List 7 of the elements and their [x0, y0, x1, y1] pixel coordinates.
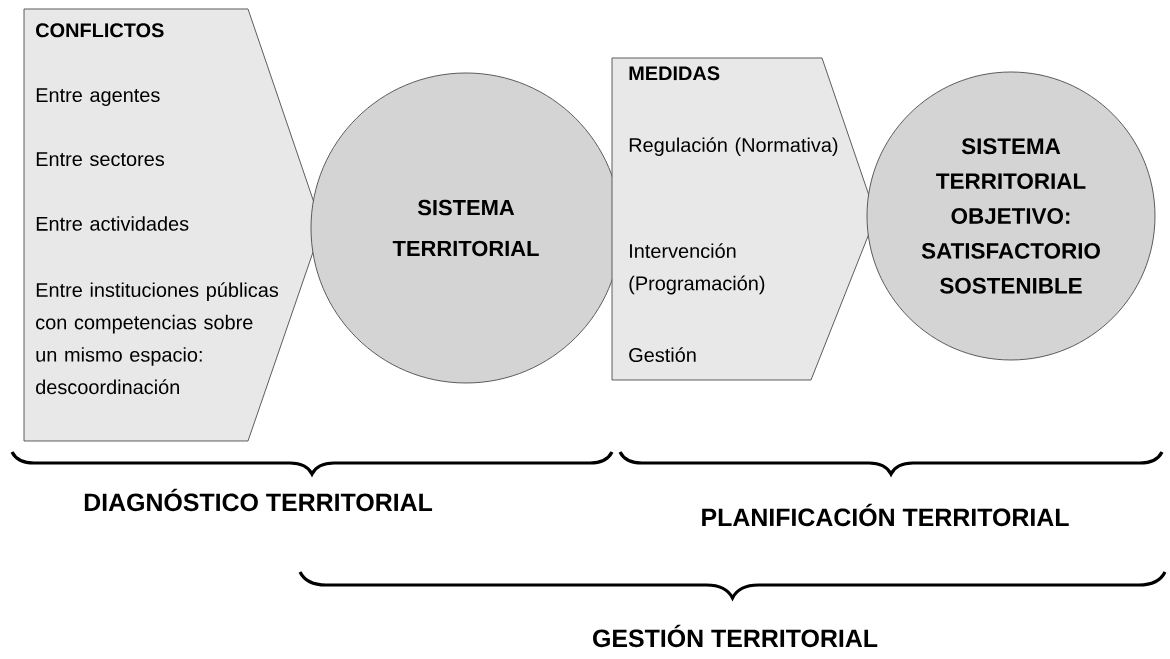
- section-label: GESTIÓN TERRITORIAL: [593, 624, 878, 648]
- section-label: PLANIFICACIÓN TERRITORIAL: [702, 503, 1069, 527]
- chevron-box: MEDIDAS Regulación (Normativa) Intervención (Programación) Gestión: [611, 57, 877, 381]
- circle-node: SISTEMA TERRITORIAL: [310, 72, 622, 384]
- chevron-box: CONFLICTOS Entre agentes Entre sectores Entre actividades Entre instituciones públicas con competencias sobre un mismo espacio: descoordinación: [23, 8, 323, 442]
- circle-node: SISTEMA TERRITORIAL OBJETIVO: SATISFACTORIO SOSTENIBLE: [866, 71, 1156, 361]
- section-label: DIAGNÓSTICO TERRITORIAL: [84, 488, 433, 512]
